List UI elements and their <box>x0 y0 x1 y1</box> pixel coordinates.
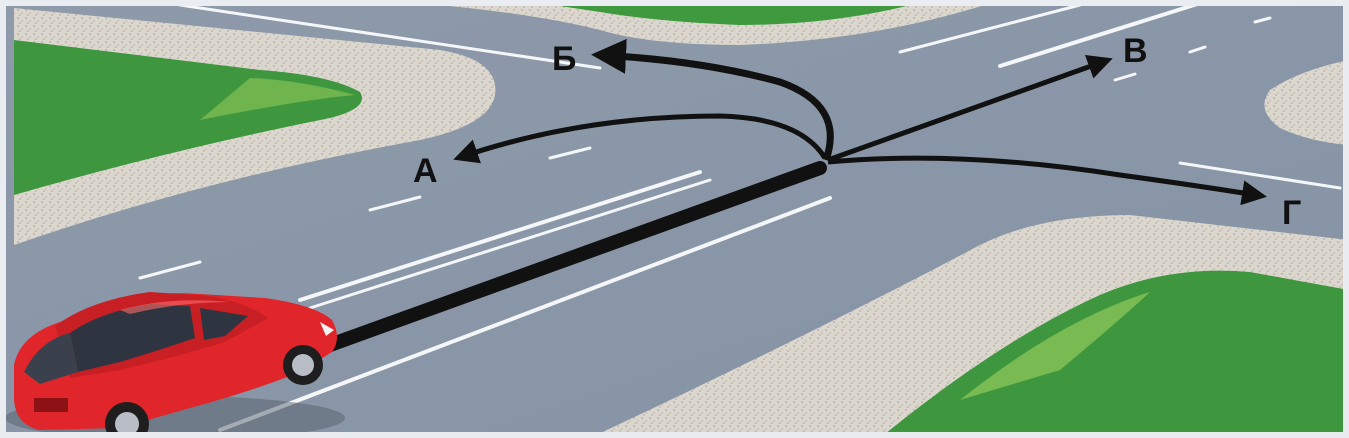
route-arrow-g <box>827 155 1267 206</box>
grass-bottom-right-highlight <box>960 292 1150 400</box>
route-label-v: В <box>1123 32 1148 70</box>
lane-markings <box>138 0 1342 432</box>
red-sedan-icon <box>5 292 345 438</box>
route-label-b: Б <box>552 40 576 78</box>
route-arrow-v <box>827 54 1113 163</box>
route-arrow-a <box>453 113 828 164</box>
route-trunk <box>323 161 827 352</box>
grass-top-left <box>14 40 362 195</box>
grass-top-left-highlight <box>200 78 355 120</box>
grass-bottom-right <box>880 270 1349 438</box>
route-label-g: Г <box>1282 194 1301 232</box>
route-arrow-b <box>591 38 834 162</box>
curb-right <box>1264 60 1349 145</box>
route-label-a: А <box>413 152 438 190</box>
grass-top-center <box>520 0 930 25</box>
